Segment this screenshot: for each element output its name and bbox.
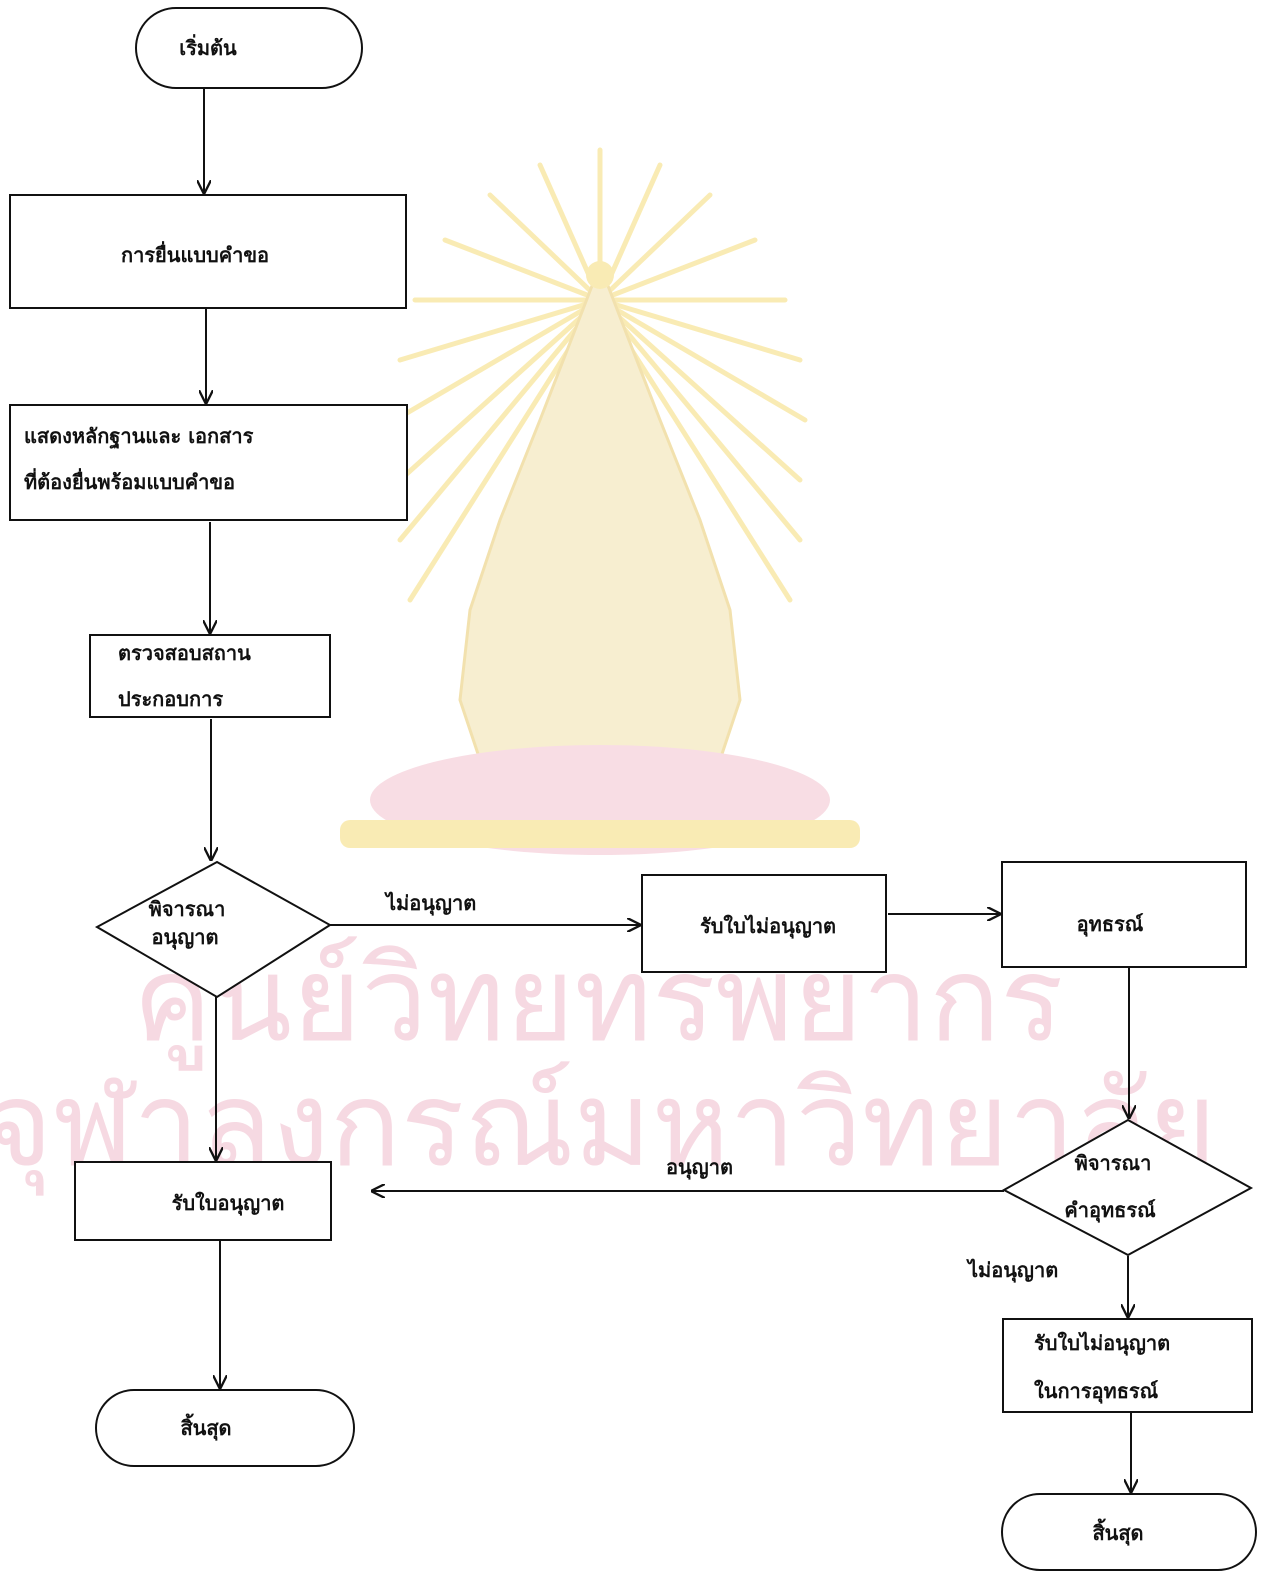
watermark-text: ศูนย์วิทยทรัพยากร จุฬาลงกรณ์มหาวิทยาลัย: [0, 930, 1217, 1197]
show-evidence-box: แสดงหลักฐานและ เอกสาร ที่ต้องยื่นพร้อมแบ…: [9, 404, 408, 521]
receive-appeal-denial-box: รับใบไม่อนุญาต ในการอุทธรณ์: [1002, 1318, 1253, 1413]
svg-text:พิจารณา: พิจารณา: [149, 897, 226, 921]
watermark-seal: [340, 147, 860, 855]
svg-text:ในการอุทธรณ์: ในการอุทธรณ์: [1034, 1379, 1159, 1404]
svg-text:เริ่มต้น: เริ่มต้น: [179, 33, 237, 60]
svg-text:การยื่นแบบคำขอ: การยื่นแบบคำขอ: [121, 240, 269, 267]
svg-text:รับใบไม่อนุญาต: รับใบไม่อนุญาต: [700, 914, 836, 939]
consider-permit-decision: พิจารณา อนุญาต: [94, 860, 332, 999]
svg-text:ตรวจสอบสถาน: ตรวจสอบสถาน: [118, 641, 251, 665]
edge-label-appeal-not-permitted: ไม่อนุญาต: [966, 1258, 1058, 1283]
end-left-terminal: สิ้นสุด: [95, 1389, 355, 1467]
svg-text:ประกอบการ: ประกอบการ: [118, 687, 223, 711]
edge-label-permitted: อนุญาต: [666, 1155, 733, 1180]
svg-text:สิ้นสุด: สิ้นสุด: [1092, 1518, 1143, 1546]
svg-text:รับใบอนุญาต: รับใบอนุญาต: [172, 1191, 285, 1216]
receive-license-box: รับใบอนุญาต: [74, 1161, 332, 1241]
svg-text:สิ้นสุด: สิ้นสุด: [180, 1413, 231, 1441]
appeal-box: อุทธรณ์: [1001, 861, 1247, 968]
submit-form-box: การยื่นแบบคำขอ: [9, 194, 407, 309]
svg-text:ที่ต้องยื่นพร้อมแบบคำขอ: ที่ต้องยื่นพร้อมแบบคำขอ: [24, 467, 235, 494]
svg-text:รับใบไม่อนุญาต: รับใบไม่อนุญาต: [1034, 1331, 1170, 1356]
receive-denial-box: รับใบไม่อนุญาต: [641, 874, 887, 973]
end-right-terminal: สิ้นสุด: [1001, 1493, 1257, 1571]
edge-label-not-permitted: ไม่อนุญาต: [384, 891, 476, 916]
inspect-site-box: ตรวจสอบสถาน ประกอบการ: [89, 634, 331, 718]
consider-appeal-decision: พิจารณา คำอุทธรณ์: [1001, 1118, 1254, 1257]
svg-text:พิจารณา: พิจารณา: [1075, 1151, 1152, 1175]
svg-text:อนุญาต: อนุญาต: [152, 925, 219, 950]
connectors: [204, 89, 1131, 1492]
svg-text:อุทธรณ์: อุทธรณ์: [1077, 912, 1144, 937]
svg-text:แสดงหลักฐานและ เอกสาร: แสดงหลักฐานและ เอกสาร: [24, 424, 254, 450]
start-terminal: เริ่มต้น: [135, 7, 363, 89]
svg-text:ศูนย์วิทยทรัพยากร: ศูนย์วิทยทรัพยากร: [136, 930, 1063, 1071]
svg-text:คำอุทธรณ์: คำอุทธรณ์: [1064, 1198, 1156, 1223]
